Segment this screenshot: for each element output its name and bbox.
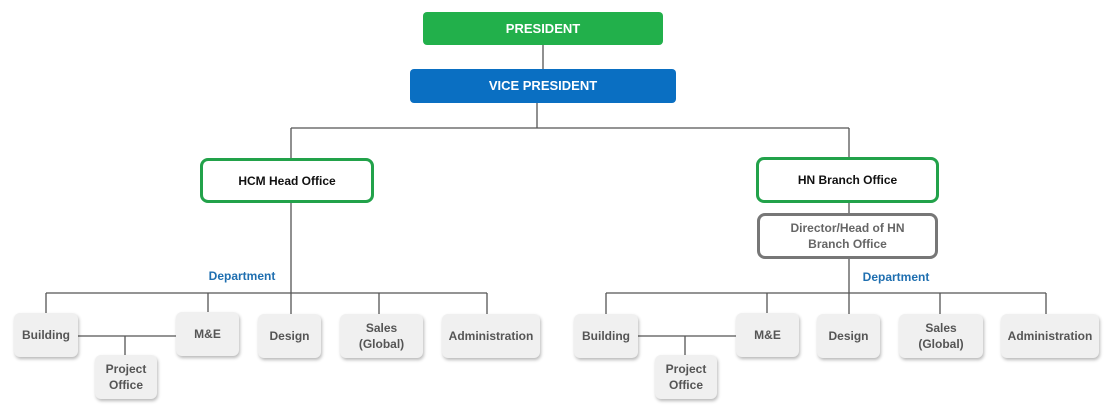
hn-dept-design: Design	[817, 314, 880, 358]
hcm-dept-building-label: Building	[22, 328, 70, 342]
hn-dept-me-label: M&E	[754, 328, 781, 342]
hcm-dept-design: Design	[258, 314, 321, 358]
hn-dept-project-office: Project Office	[655, 355, 717, 399]
president-box: PRESIDENT	[423, 12, 663, 45]
hn-director-box: Director/Head of HN Branch Office	[757, 213, 938, 259]
hcm-dept-me-label: M&E	[194, 327, 221, 341]
hn-branch-office-box: HN Branch Office	[756, 157, 939, 203]
hcm-dept-me: M&E	[176, 312, 239, 356]
hcm-dept-design-label: Design	[269, 329, 310, 343]
hn-dept-administration: Administration	[1001, 314, 1099, 358]
hcm-dept-project-office: Project Office	[95, 355, 157, 399]
hn-dept-administration-label: Administration	[1007, 329, 1093, 343]
hcm-dept-project-office-label: Project Office	[105, 362, 147, 392]
hn-dept-me: M&E	[736, 313, 799, 357]
hn-dept-design-label: Design	[828, 329, 869, 343]
hcm-dept-sales-label: Sales (Global)	[358, 321, 405, 351]
hcm-dept-administration: Administration	[442, 314, 540, 358]
hcm-dept-building: Building	[14, 313, 78, 357]
hcm-dept-sales: Sales (Global)	[340, 314, 423, 358]
president-label: PRESIDENT	[505, 20, 581, 36]
hcm-department-label: Department	[208, 269, 276, 283]
hn-branch-office-label: HN Branch Office	[797, 173, 898, 187]
vice-president-box: VICE PRESIDENT	[410, 69, 676, 103]
hcm-head-office-box: HCM Head Office	[200, 158, 374, 203]
hn-dept-building: Building	[574, 314, 638, 358]
hn-dept-project-office-label: Project Office	[665, 362, 707, 392]
hn-dept-sales: Sales (Global)	[899, 314, 983, 358]
vice-president-label: VICE PRESIDENT	[488, 78, 598, 93]
hn-dept-sales-label: Sales (Global)	[918, 321, 964, 351]
hn-dept-building-label: Building	[582, 329, 630, 343]
hcm-head-office-label: HCM Head Office	[238, 173, 336, 188]
hcm-dept-administration-label: Administration	[448, 329, 534, 343]
hn-director-label: Director/Head of HN Branch Office	[790, 221, 905, 251]
hn-department-label: Department	[862, 270, 930, 284]
